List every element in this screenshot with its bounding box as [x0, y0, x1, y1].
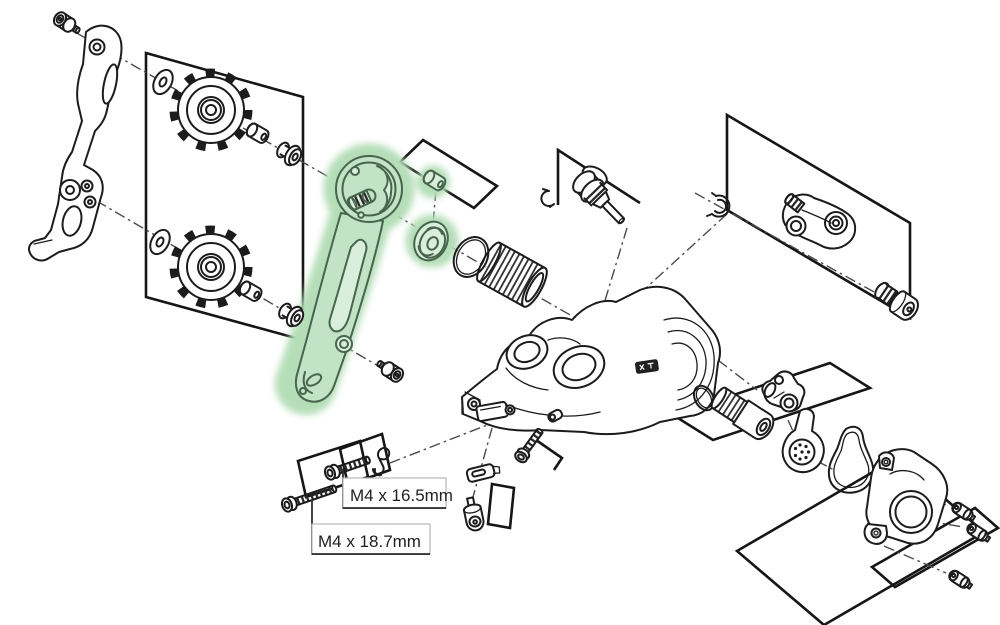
- body-logo-badge: [635, 359, 659, 374]
- o-ring: [692, 384, 716, 412]
- barrel-box: [556, 147, 641, 205]
- lower-pulley: [174, 230, 248, 304]
- hanger-circlip: [706, 192, 731, 218]
- cage-spring: [476, 241, 548, 308]
- cable-bolt-box: [486, 482, 516, 530]
- cover-screw-3: [946, 567, 975, 593]
- cage-stopper-disc: [413, 220, 449, 262]
- cover-box-inner: [869, 506, 1000, 589]
- cable-fixing-bolt: [462, 496, 485, 532]
- derailleur-body: [461, 285, 721, 436]
- clutch-roller: [710, 386, 775, 441]
- cage-bushing-box: [397, 138, 500, 210]
- cable-adjust-barrel: [572, 165, 626, 225]
- cable-clamp: [475, 400, 516, 423]
- outer-cage-plate: [294, 155, 403, 403]
- cage-stop-screw: [374, 357, 405, 384]
- clutch-joint-block: [761, 370, 806, 413]
- b-tension-plate: [547, 408, 564, 423]
- b-axle-bolt: [874, 281, 919, 321]
- label-screw-16: M4 x 16.5mm: [350, 486, 453, 505]
- grouping-boxes: [144, 51, 1000, 625]
- cage-bushing: [422, 169, 447, 192]
- clutch-cam: [781, 407, 825, 474]
- cage-screw-box-a: [338, 432, 392, 487]
- cage-spring-boss: [347, 188, 377, 211]
- dimension-labels: M4 x 16.5mm M4 x 18.7mm: [311, 469, 453, 555]
- b-tension-screw: [514, 427, 544, 464]
- clutch-cover: [863, 448, 949, 545]
- label-screw-18: M4 x 18.7mm: [318, 532, 421, 551]
- mount-bolt: [51, 10, 82, 37]
- barrel-clip: [540, 188, 555, 208]
- lower-washer: [145, 225, 175, 259]
- cage-screw-box-b: [296, 439, 370, 499]
- bracket-axle-unit: [781, 193, 857, 250]
- b-tension-box: [535, 438, 564, 471]
- upper-washer: [148, 65, 178, 99]
- upper-pulley-bolt: [272, 137, 306, 170]
- cage-screw-18: [280, 484, 338, 513]
- lower-bushing: [236, 278, 265, 304]
- inner-cage-plate: [28, 24, 123, 262]
- cover-gasket: [827, 425, 875, 494]
- upper-pulley: [174, 73, 248, 147]
- cable-fixing-plate: [465, 463, 501, 483]
- guide-clip: [372, 446, 391, 477]
